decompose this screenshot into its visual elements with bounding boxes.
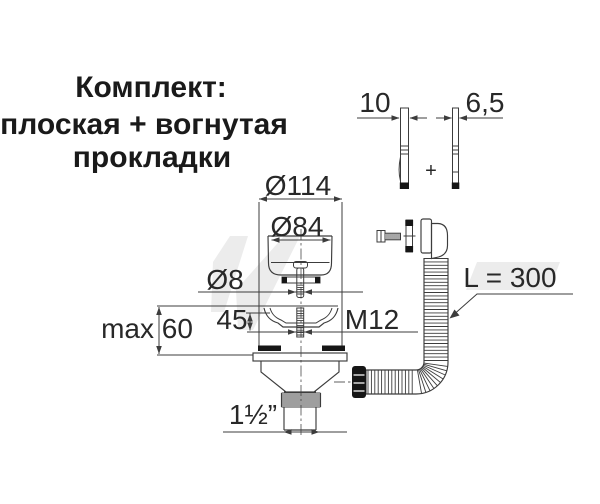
sink-flange-section (157, 305, 339, 338)
cup-screw (293, 261, 308, 298)
dim-label-84: Ø84 (271, 211, 324, 242)
dim-label-8: Ø8 (206, 264, 243, 295)
dim-max60 (156, 307, 253, 356)
concave-gasket-profile (398, 107, 409, 189)
dim-45 (246, 312, 270, 331)
dim-outlet (223, 429, 347, 435)
flat-gasket-profile (451, 107, 460, 189)
dim-label-max60: max 60 (101, 313, 193, 344)
dim-label-hose-length: L = 300 (463, 262, 556, 293)
kit-title-line2: плоская + вогнутая (0, 108, 288, 141)
m12-stud (296, 307, 305, 338)
body-gasket-right (322, 345, 345, 351)
hose-ribs (367, 258, 448, 394)
hose-nut (352, 366, 366, 398)
kit-title-line1: Комплект: (75, 71, 227, 104)
overflow-screw (376, 230, 401, 243)
dim-m12 (247, 329, 418, 335)
gasket-hatch-lines (400, 145, 459, 173)
dim-label-m12: M12 (345, 304, 399, 335)
drain-cup (267, 235, 333, 298)
dim-label-outlet: 1½” (229, 399, 277, 430)
corrugated-hose (334, 258, 449, 398)
gaskets-plus-sign: + (425, 160, 437, 182)
hose-length-leader (449, 293, 573, 319)
gasket-pair-drawing (357, 107, 503, 189)
dim-114 (258, 196, 343, 346)
overflow-gasket (403, 219, 416, 253)
dim-label-gasket-left: 10 (359, 87, 390, 118)
body-gasket-left (258, 345, 281, 351)
dim-label-114: Ø114 (265, 170, 331, 201)
dim-label-45: 45 (216, 304, 247, 335)
overflow-elbow (420, 218, 449, 260)
kit-title-line3: прокладки (73, 141, 231, 174)
dim-label-gasket-right: 6,5 (466, 87, 505, 118)
drain-body (252, 345, 348, 431)
dim-8 (198, 289, 363, 295)
